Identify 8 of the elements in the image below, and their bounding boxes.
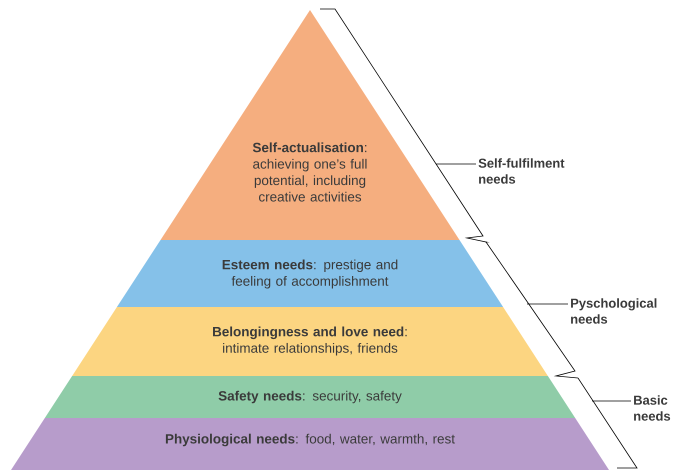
pyramid-level: Physiological needs: food, water, warmth, rest	[11, 418, 609, 470]
pyramid-level: Self-actualisation: achieving one’s full potential, including creative activities	[160, 10, 460, 240]
pyramid-level: Safety needs: security, safety	[44, 376, 576, 418]
group-label: Pyschological needs	[571, 298, 656, 324]
pyramid-level: Esteem needs: prestige and feeling of accomplishment	[116, 240, 504, 307]
pyramid-level: Belongingness and love need: intimate relationships, friends	[72, 307, 548, 376]
group-label: Self-fulfilment needs	[478, 158, 564, 184]
group-label: Basic needs	[634, 395, 670, 421]
